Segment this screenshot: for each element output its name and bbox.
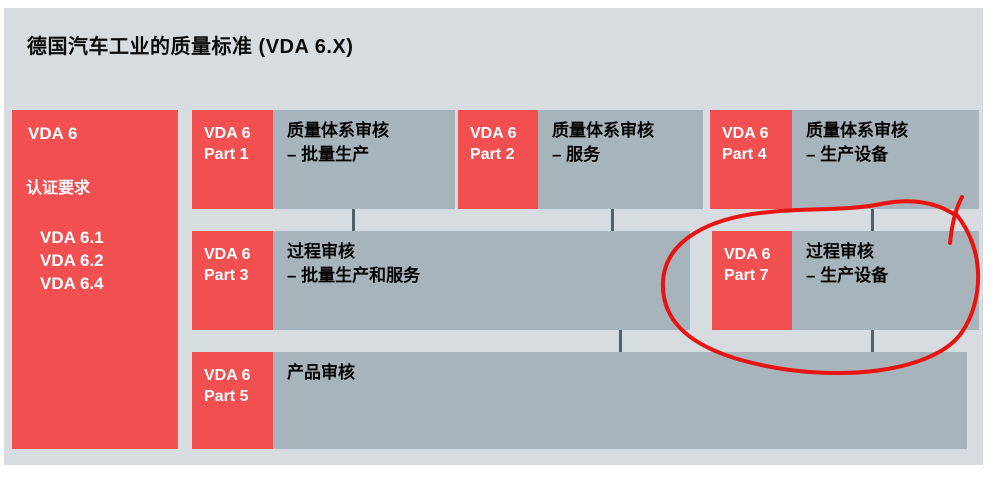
part7-label-line1: VDA 6 (724, 246, 771, 263)
sidebar-standards-list: VDA 6.1 VDA 6.2 VDA 6.4 (40, 226, 178, 295)
part3-description: 过程审核 – 批量生产和服务 (273, 231, 690, 330)
part4-desc-line1: 质量体系审核 (806, 121, 908, 140)
part2-label-line2: Part 2 (470, 146, 515, 163)
part2-desc-line2: – 服务 (552, 145, 601, 164)
part5-desc-line1: 产品审核 (287, 363, 355, 382)
sidebar-item-vda64: VDA 6.4 (40, 274, 104, 293)
connector-line (611, 209, 614, 231)
part7-description: 过程审核 – 生产设备 (792, 231, 979, 330)
part7-desc-line1: 过程审核 (806, 242, 874, 261)
part5-label-line2: Part 5 (204, 388, 249, 405)
part3-label-line2: Part 3 (204, 267, 249, 284)
connector-line (352, 209, 355, 231)
part3-label-line1: VDA 6 (204, 246, 251, 263)
connector-line (619, 330, 622, 352)
part5-label: VDA 6 Part 5 (192, 352, 273, 449)
part4-label-line1: VDA 6 (722, 125, 769, 142)
part5-description: 产品审核 (273, 352, 967, 449)
part3-label: VDA 6 Part 3 (192, 231, 273, 330)
connector-line (871, 330, 874, 352)
part7-label-line2: Part 7 (724, 267, 769, 284)
sidebar-heading: VDA 6 (28, 124, 78, 143)
part3-desc-line2: – 批量生产和服务 (287, 266, 421, 285)
part4-label-line2: Part 4 (722, 146, 767, 163)
part1-label: VDA 6 Part 1 (192, 110, 273, 209)
part1-desc-line2: – 批量生产 (287, 145, 370, 164)
part3-desc-line1: 过程审核 (287, 242, 355, 261)
part4-description: 质量体系审核 – 生产设备 (792, 110, 979, 209)
page-title: 德国汽车工业的质量标准 (VDA 6.X) (27, 36, 354, 58)
part2-label: VDA 6 Part 2 (458, 110, 538, 209)
part4-desc-line2: – 生产设备 (806, 145, 889, 164)
part1-label-line1: VDA 6 (204, 125, 251, 142)
part7-desc-line2: – 生产设备 (806, 266, 889, 285)
part1-desc-line1: 质量体系审核 (287, 121, 389, 140)
sidebar-subheading: 认证要求 (26, 180, 91, 197)
part2-description: 质量体系审核 – 服务 (538, 110, 703, 209)
part4-label: VDA 6 Part 4 (710, 110, 792, 209)
part7-label: VDA 6 Part 7 (712, 231, 792, 330)
part1-label-line2: Part 1 (204, 146, 249, 163)
part2-desc-line1: 质量体系审核 (552, 121, 654, 140)
connector-line (871, 209, 874, 231)
sidebar-item-vda61: VDA 6.1 (40, 228, 104, 247)
part1-description: 质量体系审核 – 批量生产 (273, 110, 455, 209)
part5-label-line1: VDA 6 (204, 367, 251, 384)
certification-requirements-box: VDA 6 认证要求 VDA 6.1 VDA 6.2 VDA 6.4 (12, 110, 178, 449)
sidebar-item-vda62: VDA 6.2 (40, 251, 104, 270)
part2-label-line1: VDA 6 (470, 125, 517, 142)
